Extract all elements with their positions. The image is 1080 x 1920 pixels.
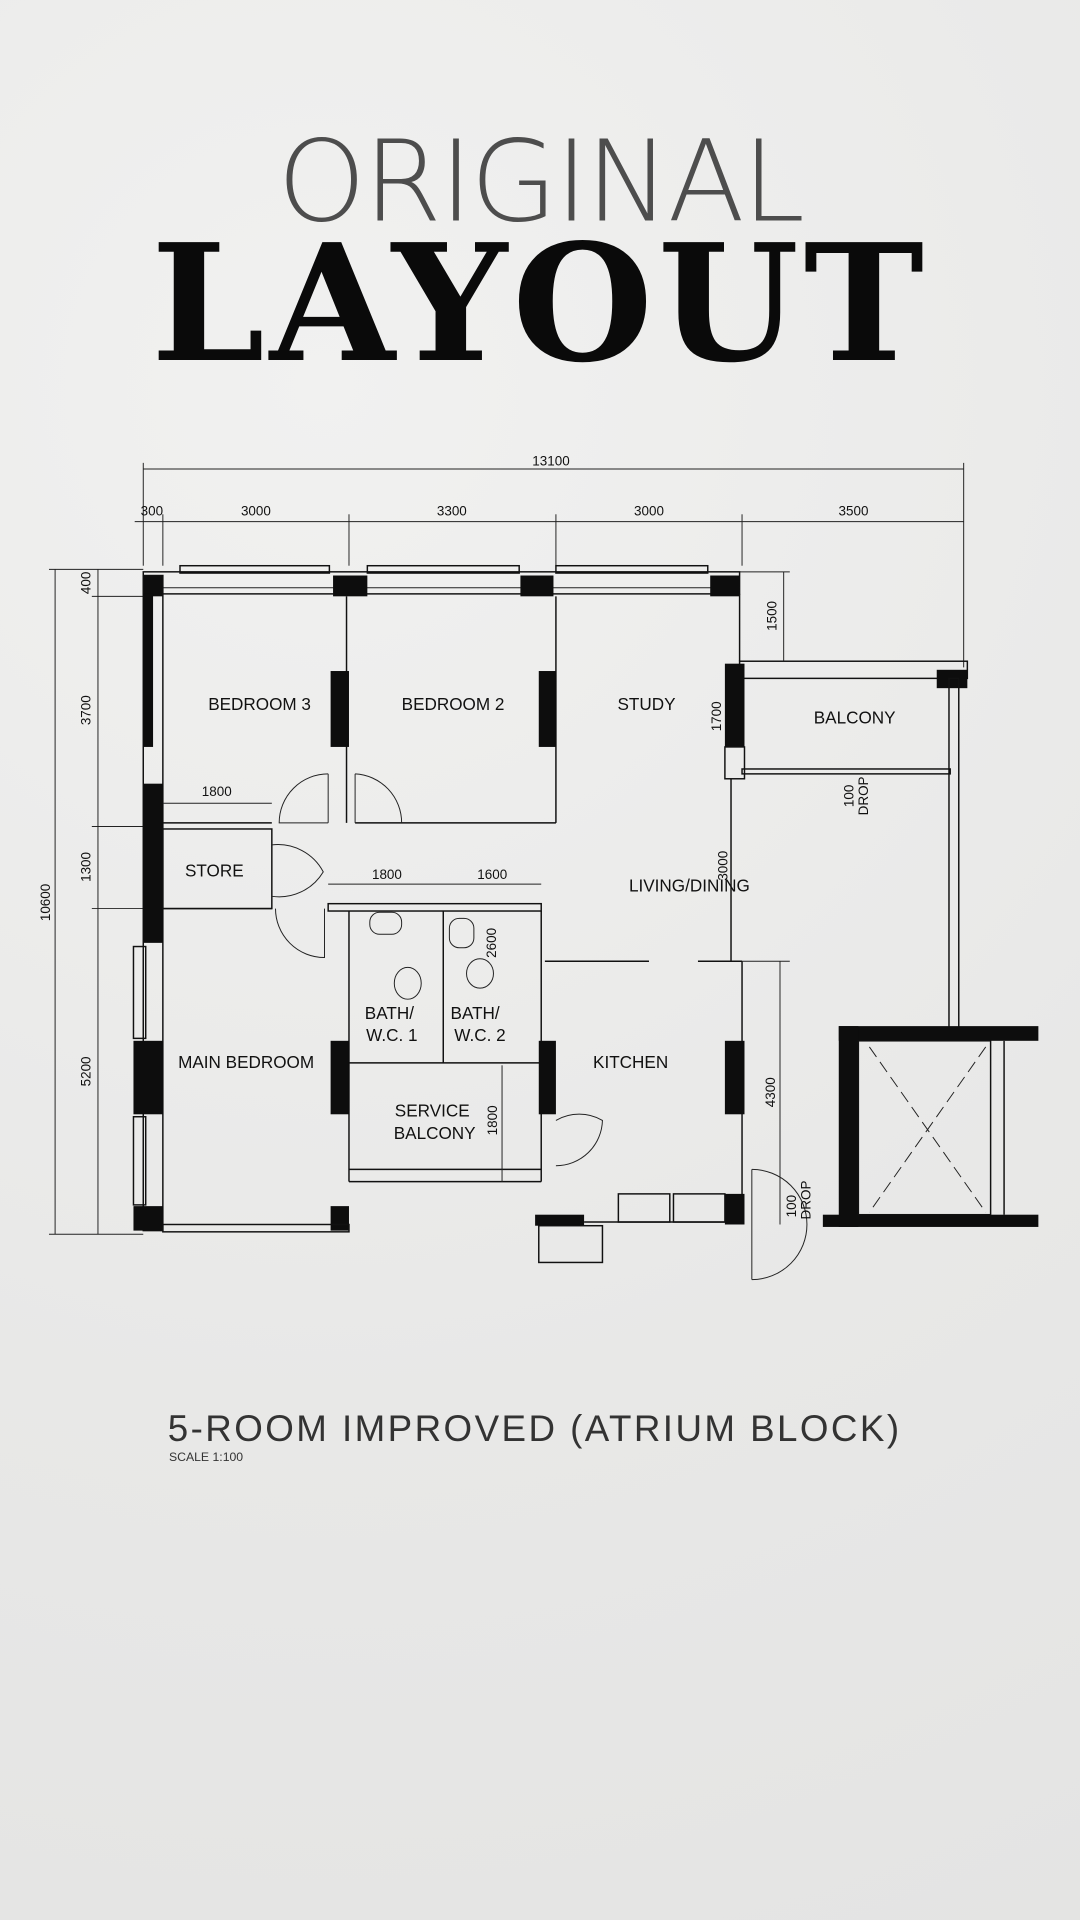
left-dimensions: 10600 400 3700 1300 5200	[38, 568, 144, 1235]
dim-top-3: 3300	[437, 504, 467, 519]
plan-scale: SCALE 1:100	[169, 1450, 243, 1464]
dim-overall-height: 10600	[38, 884, 53, 921]
drop-label-b1: 100	[784, 1195, 799, 1217]
room-bath-1-line1: BATH/	[365, 1003, 414, 1023]
room-main-bedroom: MAIN BEDROOM	[178, 1052, 314, 1072]
dim-store-width: 1800	[202, 784, 232, 799]
dim-left-1: 400	[79, 572, 94, 594]
room-service-balcony-line2: BALCONY	[394, 1123, 476, 1143]
dim-left-2: 3700	[79, 695, 94, 725]
doors	[271, 773, 808, 1281]
room-study: STUDY	[618, 694, 677, 714]
room-balcony: BALCONY	[814, 708, 896, 728]
top-dimensions: 13100 300 3000 3300 3000 3500	[134, 453, 965, 668]
room-labels: BEDROOM 3 BEDROOM 2 STUDY BALCONY STORE …	[178, 694, 896, 1143]
plan-caption: 5-ROOM IMPROVED (ATRIUM BLOCK)	[168, 1408, 902, 1449]
dim-kitchen-depth: 4300	[763, 1077, 778, 1107]
dim-top-1: 300	[141, 504, 163, 519]
room-bath-1-line2: W.C. 1	[366, 1025, 417, 1045]
room-store: STORE	[185, 861, 244, 881]
room-bath-2-line1: BATH/	[451, 1003, 500, 1023]
dim-bath2-width: 1600	[477, 867, 507, 882]
dim-top-5: 3500	[839, 504, 869, 519]
room-living-dining: LIVING/DINING	[629, 875, 750, 895]
dim-balcony-offset: 1500	[764, 601, 779, 631]
dim-top-4: 3000	[634, 504, 664, 519]
room-bath-2-line2: W.C. 2	[454, 1025, 505, 1045]
drop-label-a2: DROP	[856, 776, 871, 815]
dim-bath1-width: 1800	[372, 867, 402, 882]
dim-balcony-depth: 1700	[709, 701, 724, 731]
dim-overall-width: 13100	[532, 453, 569, 468]
dim-bath-depth: 2600	[484, 928, 499, 958]
floor-plan: 13100 300 3000 3300 3000 3500 10600 400 …	[38, 453, 1039, 1281]
bathroom-fixtures	[369, 911, 494, 1000]
inner-dimensions: 1800 1800 1600 2600 1800 1500 1700 3000 …	[162, 571, 871, 1225]
dim-service-depth: 1800	[485, 1105, 500, 1135]
room-service-balcony-line1: SERVICE	[395, 1101, 470, 1121]
room-bedroom-2: BEDROOM 2	[402, 694, 505, 714]
title-original: ORIGINAL	[277, 115, 802, 247]
title-layout: LAYOUT	[151, 209, 929, 399]
walls	[132, 564, 1039, 1264]
dim-living-depth: 3000	[715, 851, 730, 881]
dim-left-4: 5200	[79, 1056, 94, 1086]
dim-top-2: 3000	[241, 504, 271, 519]
drop-label-a1: 100	[841, 785, 856, 807]
room-bedroom-3: BEDROOM 3	[208, 694, 311, 714]
drop-label-b2: DROP	[799, 1181, 814, 1220]
dim-left-3: 1300	[79, 852, 94, 882]
room-kitchen: KITCHEN	[593, 1052, 668, 1072]
